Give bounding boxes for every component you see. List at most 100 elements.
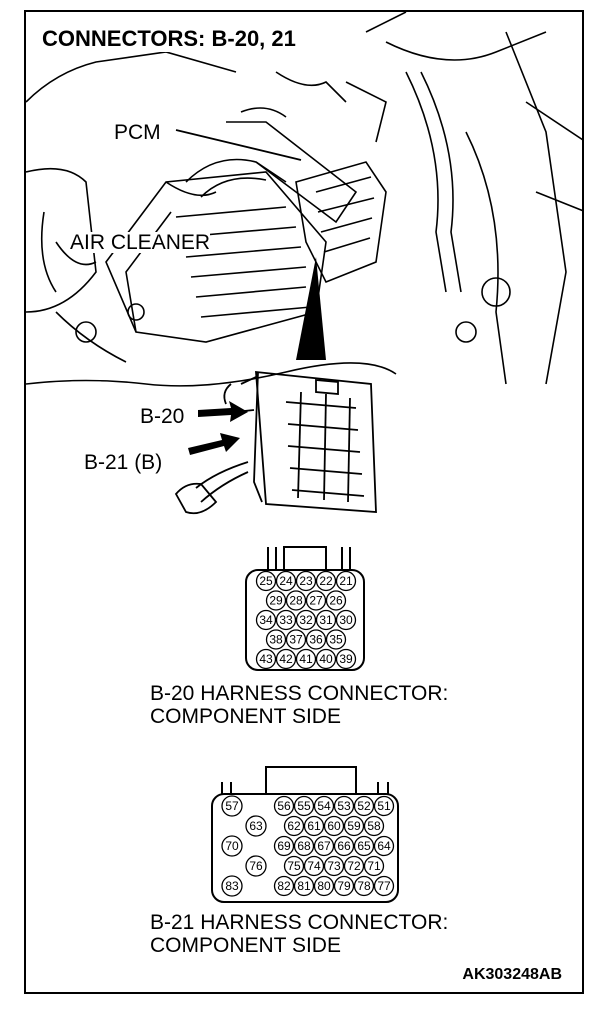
b21-pin-79-circle xyxy=(333,875,355,897)
b21-caption: B-21 HARNESS CONNECTOR: COMPONENT SIDE xyxy=(150,911,448,957)
b21-pin-57-number: 57 xyxy=(225,799,239,813)
b21-pin-66-number: 66 xyxy=(337,839,351,853)
b21-pin-63-circle xyxy=(245,815,267,837)
b21-pin-82-circle xyxy=(273,875,295,897)
b20-pin-30-number: 30 xyxy=(339,613,353,627)
b21-pin-61-circle xyxy=(303,815,325,837)
b21-pin-51-circle xyxy=(373,795,395,817)
b21-pin-75-number: 75 xyxy=(287,859,301,873)
b21-pin-78-circle xyxy=(353,875,375,897)
b20-pin-24-number: 24 xyxy=(279,574,293,588)
b21-pin-51-number: 51 xyxy=(377,799,391,813)
b20-pin-34-number: 34 xyxy=(259,613,273,627)
b20-pin-31-number: 31 xyxy=(319,613,333,627)
b20-pin-39-circle xyxy=(335,648,357,670)
b20-pin-42-number: 42 xyxy=(279,652,293,666)
b20-pin-40-circle xyxy=(315,648,337,670)
b21-pin-56-number: 56 xyxy=(277,799,291,813)
b21-pin-68-circle xyxy=(293,835,315,857)
b20-caption-line1: B-20 HARNESS CONNECTOR: xyxy=(150,682,449,705)
b20-pin-24-circle xyxy=(275,570,297,592)
b20-pin-33-number: 33 xyxy=(279,613,293,627)
b21-pin-70-number: 70 xyxy=(225,839,239,853)
b21-pin-76-number: 76 xyxy=(249,859,263,873)
b21-pin-62-circle xyxy=(283,815,305,837)
b21-pin-79-number: 79 xyxy=(337,879,351,893)
pcm-label: PCM xyxy=(114,121,161,144)
b21-pin-64-number: 64 xyxy=(377,839,391,853)
b21-pin-61-number: 61 xyxy=(307,819,321,833)
b21-pin-53-number: 53 xyxy=(337,799,351,813)
air-cleaner-label: AIR CLEANER xyxy=(70,231,211,254)
b21-pin-83-number: 83 xyxy=(225,879,239,893)
b21-pin-74-number: 74 xyxy=(307,859,321,873)
b20-pin-29-circle xyxy=(265,590,287,611)
b20-pin-25-number: 25 xyxy=(259,574,273,588)
b21-caption-line2: COMPONENT SIDE xyxy=(150,934,341,957)
b20-pin-23-circle xyxy=(295,570,317,592)
b20-pin-26-circle xyxy=(325,590,347,611)
b20-pin-23-number: 23 xyxy=(299,574,313,588)
b21-pin-82-number: 82 xyxy=(277,879,291,893)
b20-caption-line2: COMPONENT SIDE xyxy=(150,705,341,728)
b21-pin-81-circle xyxy=(293,875,315,897)
b20-pin-30-circle xyxy=(335,609,357,631)
b21-pin-71-circle xyxy=(363,855,385,877)
b21-pin-55-number: 55 xyxy=(297,799,311,813)
b21-pin-54-circle xyxy=(313,795,335,817)
b21-pin-59-circle xyxy=(343,815,365,837)
reference-code: AK303248AB xyxy=(462,966,562,983)
page-title: CONNECTORS: B-20, 21 xyxy=(38,26,300,52)
b21-pin-69-number: 69 xyxy=(277,839,291,853)
b20-pin-36-circle xyxy=(305,629,327,650)
b20-pin-28-circle xyxy=(285,590,307,611)
b20-pin-31-circle xyxy=(315,609,337,631)
b20-pin-35-circle xyxy=(325,629,347,650)
b21-pin-80-number: 80 xyxy=(317,879,331,893)
b20-pin-37-number: 37 xyxy=(289,633,303,647)
b20-pin-25-circle xyxy=(255,570,277,592)
b21-pin-60-number: 60 xyxy=(327,819,341,833)
b21-pin-52-circle xyxy=(353,795,375,817)
b21-pin-83-circle xyxy=(221,875,243,897)
b21-pin-53-circle xyxy=(333,795,355,817)
b21-pin-69-circle xyxy=(273,835,295,857)
b21-pin-72-circle xyxy=(343,855,365,877)
b20-pin-27-number: 27 xyxy=(309,594,323,608)
b20-pin-26-number: 26 xyxy=(329,594,343,608)
b20-pin-37-circle xyxy=(285,629,307,650)
b20-pin-43-circle xyxy=(255,648,277,670)
b21-pin-55-circle xyxy=(293,795,315,817)
b21-pin-62-number: 62 xyxy=(287,819,301,833)
b21-pin-60-circle xyxy=(323,815,345,837)
b21-pin-78-number: 78 xyxy=(357,879,371,893)
b20-pin-39-number: 39 xyxy=(339,652,353,666)
b21-pin-72-number: 72 xyxy=(347,859,361,873)
b21-pin-64-circle xyxy=(373,835,395,857)
b21-pin-68-number: 68 xyxy=(297,839,311,853)
b21-pin-52-number: 52 xyxy=(357,799,371,813)
b21-pin-65-circle xyxy=(353,835,375,857)
b21-pin-63-number: 63 xyxy=(249,819,263,833)
b21-pin-65-number: 65 xyxy=(357,839,371,853)
b21-pin-74-circle xyxy=(303,855,325,877)
b21-pin-71-number: 71 xyxy=(367,859,381,873)
b20-pin-43-number: 43 xyxy=(259,652,273,666)
b21-pin-66-circle xyxy=(333,835,355,857)
b21-pin-56-circle xyxy=(273,795,295,817)
b20-pin-33-circle xyxy=(275,609,297,631)
b20-pin-21-circle xyxy=(335,570,357,592)
b21-pin-73-number: 73 xyxy=(327,859,341,873)
b21-pin-54-number: 54 xyxy=(317,799,331,813)
b20-pin-41-circle xyxy=(295,648,317,670)
b20-pin-27-circle xyxy=(305,590,327,611)
b20-pin-22-circle xyxy=(315,570,337,592)
b20-pin-42-circle xyxy=(275,648,297,670)
b20-pin-28-number: 28 xyxy=(289,594,303,608)
b21-pin-73-circle xyxy=(323,855,345,877)
b21-pin-77-number: 77 xyxy=(377,879,391,893)
b21-pin-77-circle xyxy=(373,875,395,897)
